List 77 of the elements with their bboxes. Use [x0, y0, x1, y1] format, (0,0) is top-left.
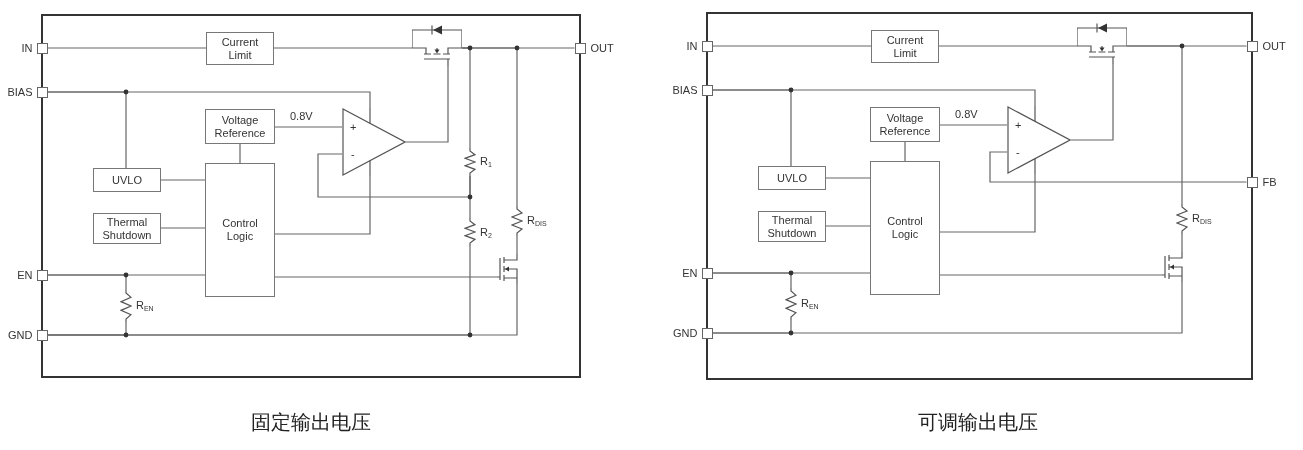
edge-label: 0.8V: [289, 110, 314, 122]
resistor-symbol: [464, 218, 476, 246]
transistor-symbol: [1162, 252, 1184, 282]
function-block: UVLO: [93, 168, 161, 192]
wire: [711, 281, 1183, 334]
wire: [939, 173, 1036, 233]
wire: [825, 225, 871, 227]
wire: [516, 235, 518, 255]
transistor-symbol: [412, 24, 462, 66]
function-block: Thermal Shutdown: [93, 213, 161, 244]
function-block: Current Limit: [871, 30, 939, 63]
function-block: UVLO: [758, 166, 826, 190]
wire: [938, 45, 1078, 47]
function-block: Current Limit: [206, 32, 274, 65]
input-sign: -: [1016, 146, 1020, 158]
input-sign: -: [351, 148, 355, 160]
wire: [160, 179, 206, 181]
resistor-symbol: [464, 148, 476, 176]
transistor-symbol: [497, 254, 519, 284]
pin-label: EN: [17, 269, 33, 281]
pin-label: FB: [1262, 176, 1277, 188]
wire: [939, 124, 1008, 126]
pin-label: OUT: [1262, 40, 1286, 52]
component-label: R$_{EN}$: [136, 299, 154, 311]
wire: [46, 274, 127, 291]
chip-outline: [706, 12, 1253, 380]
pin-label: OUT: [590, 42, 614, 54]
wire: [274, 276, 498, 278]
wire: [46, 47, 207, 49]
function-block: Voltage Reference: [870, 107, 940, 142]
wire: [711, 45, 872, 47]
pin-label: EN: [682, 267, 698, 279]
wire: [274, 175, 371, 235]
wire: [461, 47, 518, 207]
component-label: R$_{2}$: [480, 226, 492, 238]
function-block: Control Logic: [205, 163, 275, 297]
resistor-symbol: [785, 288, 797, 320]
pin-label: GND: [673, 327, 698, 339]
wire: [1126, 45, 1183, 205]
function-block: Voltage Reference: [205, 109, 275, 144]
wire: [1070, 63, 1114, 141]
wire: [317, 153, 471, 198]
wire: [825, 177, 871, 179]
edge-label: 0.8V: [954, 108, 979, 120]
component-label: R$_{1}$: [480, 155, 492, 167]
wire: [274, 126, 343, 128]
wire: [711, 89, 1036, 107]
wire: [46, 245, 471, 336]
component-label: R$_{EN}$: [801, 297, 819, 309]
chip-outline: [41, 14, 581, 378]
input-sign: +: [1015, 119, 1022, 131]
wire: [239, 143, 241, 164]
wire: [939, 274, 1163, 276]
resistor-symbol: [511, 206, 523, 236]
component-label: R$_{DIS}$: [1192, 212, 1212, 224]
input-sign: +: [350, 121, 357, 133]
pin-label: IN: [21, 42, 33, 54]
transistor-symbol: [1077, 22, 1127, 64]
resistor-symbol: [120, 290, 132, 322]
wire: [273, 47, 413, 49]
wire: [160, 227, 206, 229]
pin-label: GND: [8, 329, 33, 341]
pin-label: BIAS: [672, 84, 698, 96]
diagram-caption: 固定输出电压: [251, 410, 371, 434]
wire: [711, 272, 792, 289]
diagram-caption: 可调输出电压: [918, 410, 1038, 434]
resistor-symbol: [1176, 204, 1188, 234]
pin-label: IN: [686, 40, 698, 52]
component-label: R$_{DIS}$: [527, 214, 547, 226]
pin-label: BIAS: [7, 86, 33, 98]
wire: [46, 91, 371, 109]
wire: [904, 141, 906, 162]
wire: [989, 151, 1248, 183]
wire: [1181, 233, 1183, 253]
function-block: Thermal Shutdown: [758, 211, 826, 242]
wire: [405, 65, 449, 143]
function-block: Control Logic: [870, 161, 940, 295]
